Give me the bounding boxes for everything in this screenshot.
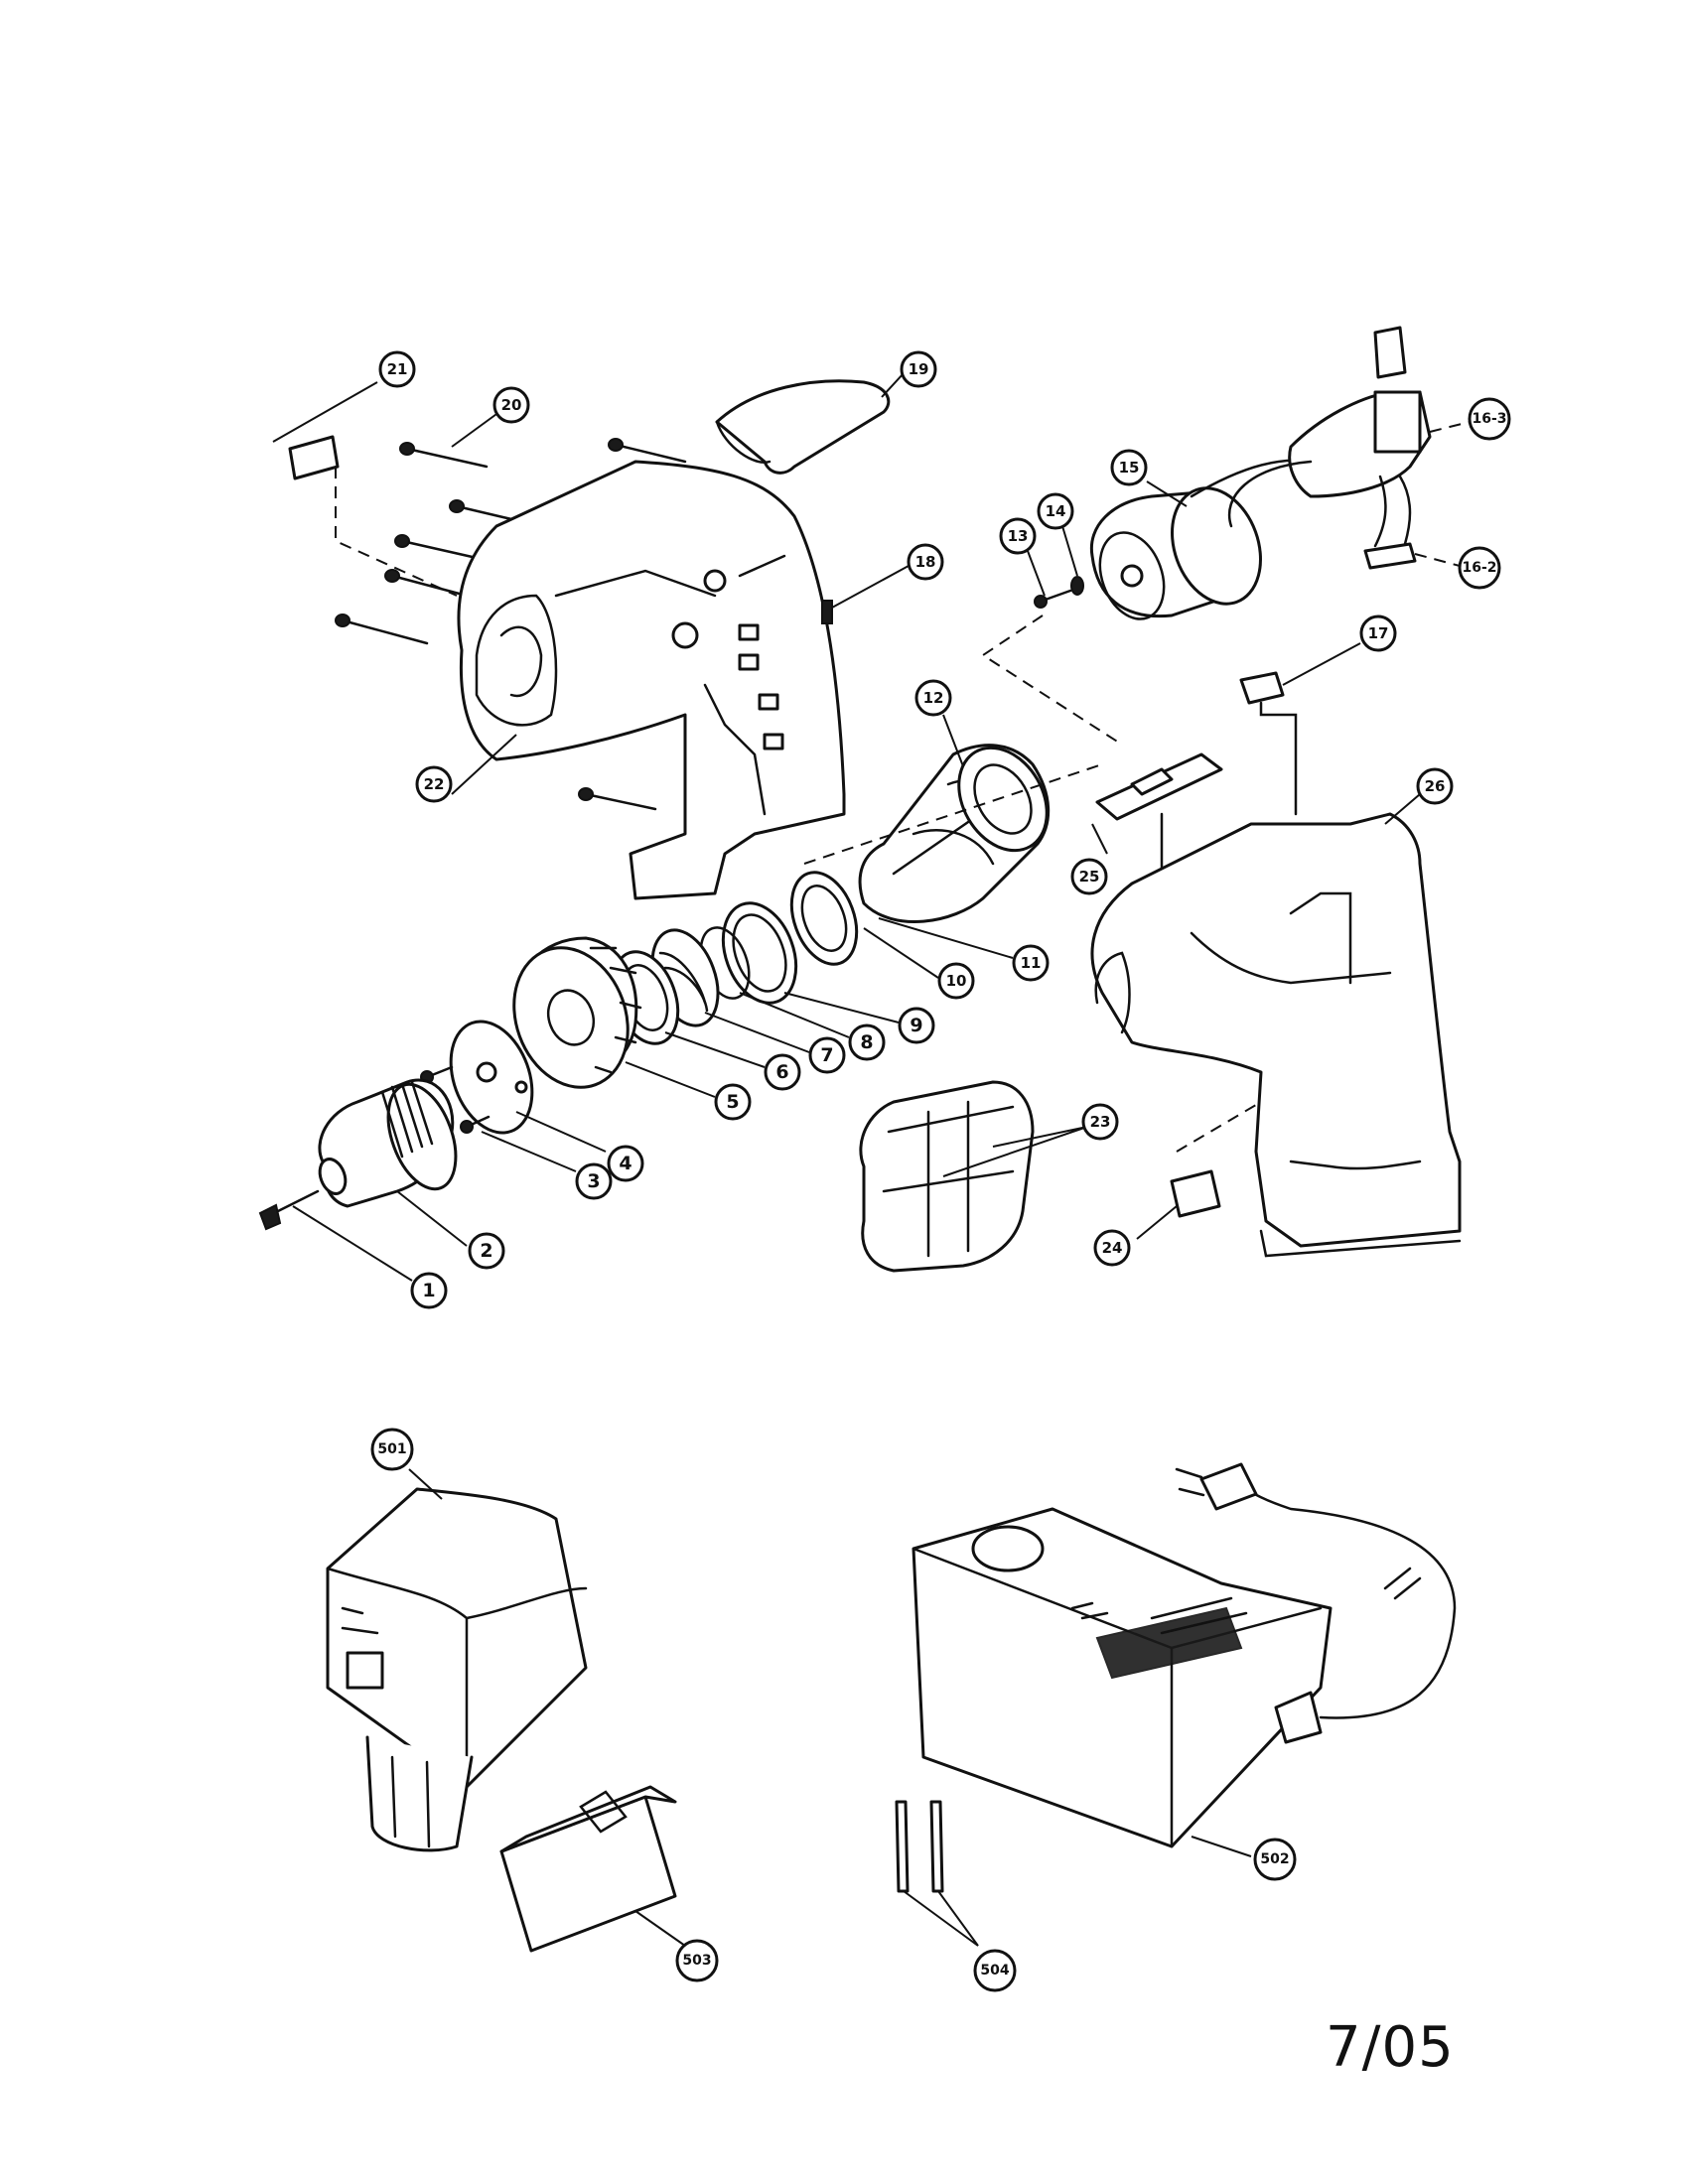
part-24-label	[1136, 1101, 1262, 1240]
part-16-2-terminal	[1363, 475, 1461, 570]
part-21-label-plate	[272, 381, 458, 597]
callout-19: 19	[900, 350, 937, 388]
svg-text:16-3: 16-3	[1472, 411, 1506, 427]
part-2-keyless-chuck	[318, 1078, 468, 1247]
svg-text:501: 501	[377, 1441, 406, 1457]
svg-text:26: 26	[1425, 777, 1446, 795]
svg-text:24: 24	[1102, 1239, 1123, 1257]
callout-25: 25	[1070, 858, 1108, 895]
svg-text:5: 5	[726, 1091, 739, 1113]
callout-502: 502	[1253, 1838, 1297, 1881]
part-22-left-housing	[451, 460, 846, 900]
svg-text:13: 13	[1008, 527, 1029, 545]
svg-text:12: 12	[923, 689, 944, 707]
svg-text:502: 502	[1260, 1851, 1289, 1867]
part-19-top-cap	[715, 372, 905, 475]
callout-22: 22	[415, 765, 453, 803]
svg-text:2: 2	[480, 1240, 492, 1262]
svg-text:9: 9	[910, 1015, 922, 1036]
callout-14: 14	[1037, 492, 1074, 530]
callout-503: 503	[675, 1939, 719, 1982]
part-4-washer-plate	[449, 1020, 607, 1153]
part-12-gear-case	[803, 714, 1103, 923]
svg-text:4: 4	[619, 1153, 632, 1174]
svg-text:20: 20	[501, 396, 522, 414]
part-501-battery-pack	[326, 1468, 588, 1852]
callout-6: 6	[764, 1053, 801, 1091]
svg-text:1: 1	[422, 1280, 435, 1301]
callout-9: 9	[898, 1007, 935, 1044]
callout-21: 21	[378, 350, 416, 388]
svg-text:6: 6	[775, 1061, 788, 1083]
part-11-gear-ring	[789, 871, 1014, 966]
svg-text:7: 7	[820, 1044, 833, 1066]
svg-text:25: 25	[1079, 868, 1100, 886]
callout-17: 17	[1359, 614, 1397, 652]
callout-501: 501	[370, 1428, 414, 1471]
callout-11: 11	[1012, 944, 1050, 982]
svg-text:8: 8	[860, 1031, 873, 1053]
svg-text:16-2: 16-2	[1462, 560, 1496, 576]
callout-16-3: 16-3	[1468, 397, 1511, 441]
part-10-ring-gear	[863, 927, 939, 979]
callout-5: 5	[714, 1083, 752, 1121]
svg-text:21: 21	[387, 360, 408, 378]
callout-18: 18	[907, 543, 944, 581]
revision-date: 7/05	[1326, 2015, 1455, 2080]
part-502-charger	[912, 1462, 1457, 1857]
callout-24: 24	[1093, 1229, 1131, 1267]
callout-12: 12	[914, 679, 952, 717]
part-503-terminal-cover	[499, 1785, 686, 1953]
svg-text:503: 503	[682, 1953, 711, 1969]
callout-3: 3	[575, 1162, 613, 1200]
svg-text:14: 14	[1046, 502, 1066, 520]
svg-text:18: 18	[915, 553, 936, 571]
callout-1: 1	[410, 1272, 448, 1309]
svg-text:15: 15	[1119, 459, 1140, 477]
callout-10: 10	[937, 962, 975, 1000]
callout-4: 4	[607, 1145, 644, 1182]
callout-15: 15	[1110, 449, 1148, 486]
callout-16-2: 16-2	[1458, 546, 1501, 590]
part-504-driver-bits	[895, 1800, 979, 1947]
callout-20: 20	[492, 386, 530, 424]
motor-assembly-guide	[981, 614, 1123, 746]
callout-2: 2	[468, 1232, 505, 1270]
part-9-clutch-plate	[721, 901, 900, 1024]
svg-text:17: 17	[1368, 624, 1389, 642]
callout-23: 23	[1081, 1103, 1119, 1141]
svg-text:19: 19	[909, 360, 929, 378]
callout-7: 7	[808, 1036, 846, 1074]
part-1-chuck-screw	[258, 1189, 413, 1282]
part-5-clutch-knob	[512, 936, 716, 1098]
part-15-motor	[1089, 459, 1313, 620]
part-23-battery-cage	[859, 1080, 1088, 1273]
part-18-pin	[821, 565, 910, 624]
part-16-3-trigger-switch	[1228, 326, 1471, 528]
callout-8: 8	[848, 1024, 886, 1061]
callout-504: 504	[973, 1949, 1017, 1992]
svg-text:504: 504	[980, 1963, 1009, 1979]
svg-text:22: 22	[424, 775, 445, 793]
callout-26: 26	[1416, 767, 1454, 805]
svg-text:3: 3	[587, 1170, 600, 1192]
part-14-washer	[1061, 525, 1084, 596]
part-20-screws	[335, 408, 687, 811]
svg-text:23: 23	[1090, 1113, 1111, 1131]
part-17-connector	[1239, 642, 1361, 816]
svg-text:10: 10	[946, 972, 967, 990]
svg-text:11: 11	[1021, 954, 1042, 972]
callout-13: 13	[999, 517, 1037, 555]
part-26-right-housing	[1090, 793, 1462, 1258]
part-13-screw	[1027, 550, 1072, 609]
